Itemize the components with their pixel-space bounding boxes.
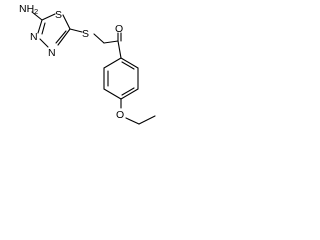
bond-c2-thioether [69,28,83,33]
bond-ar3 [120,88,139,100]
bond-c2-n3 [57,28,71,46]
atom-amino-h-subscript: 2 [34,7,38,16]
bond-c5-amino [31,11,43,21]
atom-ring-nitrogen-bottom: N [48,47,56,59]
bond-carbonyl-ring [117,40,122,59]
chemical-structure-diagram: NH 2 S N N S O O [19,3,156,125]
bond-n4-c5-double [41,22,46,35]
bond-ether-o-ch2 [125,117,140,125]
atom-thioether-sulfur: S [82,28,89,40]
bond-ch2-ch3 [138,115,156,125]
thiadiazole-ring [37,13,71,48]
bond-n4-c5 [37,19,43,34]
bond-ch2-carbonyl [103,40,119,44]
atom-ring-nitrogen-left: N [30,31,38,43]
bond-ar4 [103,88,122,100]
bond-n3-n4 [39,38,49,48]
bond-ar1 [120,57,139,69]
bond-ar1-inner [121,61,135,70]
bond-thioether-ch2 [93,33,105,44]
atom-amino-nitrogen: NH [19,3,34,15]
bond-c5-s1 [41,13,56,21]
bond-s1-c2 [62,14,71,30]
bond-c2-n3-double [55,30,67,44]
atom-ether-oxygen: O [116,109,124,121]
bond-ar6 [103,57,122,69]
atom-ring-sulfur: S [55,9,62,21]
atom-carbonyl-oxygen: O [115,23,123,35]
benzene-ring [103,57,139,100]
bond-ar3-inner [121,87,135,96]
